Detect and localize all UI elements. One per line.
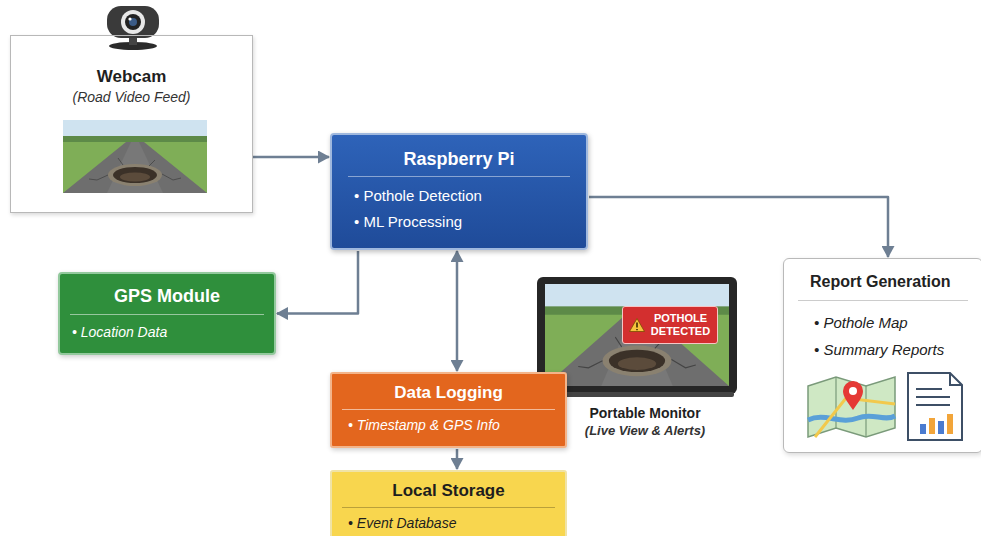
connector-arrow [456,449,459,469]
node-text: (Road Video Feed) [11,87,252,107]
node-title: Report Generation [810,271,968,293]
divider-line [70,314,264,315]
divider-line [342,409,555,410]
node-text: • Timestamp & GPS Info [342,415,555,435]
alert-text: POTHOLE DETECTED [645,310,717,340]
process-box: Raspberry Pi • Pothole Detection• ML Proc… [330,133,588,250]
divider-line [798,300,968,301]
process-box: Data Logging • Timestamp & GPS Info [330,372,567,448]
map-icon [808,377,895,437]
monitor-node: POTHOLE DETECTED Portable Monitor(Live Vi… [537,276,753,439]
node-text: • ML Processing [348,209,570,235]
node-text: • Event Database [342,513,555,533]
connector-arrow [277,251,358,314]
road-photo [63,120,207,193]
storage-box: Local Storage • Event Database [330,470,567,536]
report-document-icon [908,373,962,440]
node-title: Webcam [11,67,252,87]
divider-line [342,507,555,508]
monitor-illustration [537,277,737,397]
connector-arrow [253,156,329,159]
node-title: GPS Module [70,284,264,308]
node-title: Data Logging [342,382,555,404]
node-text: • Location Data [70,321,264,343]
module-box: GPS Module • Location Data [58,272,276,355]
alert-badge: POTHOLE DETECTED [622,306,718,344]
warning-icon [629,318,645,332]
connector-arrow [589,197,888,257]
webcam-icon [107,6,159,50]
output-box: Report Generation • Pothole Map• Summary … [783,258,981,453]
node-title: Raspberry Pi [348,147,570,171]
node-text: • Pothole Detection [348,183,570,209]
node-title: Local Storage [342,480,555,502]
node-text: • Summary Reports [810,336,968,363]
divider-line [348,176,570,177]
node-text: • Pothole Map [810,309,968,336]
connector-arrow [456,251,459,371]
input-box: Webcam(Road Video Feed) [10,35,253,213]
node-text: (Live View & Alerts) [537,422,753,439]
node-text: Portable Monitor [537,404,753,422]
